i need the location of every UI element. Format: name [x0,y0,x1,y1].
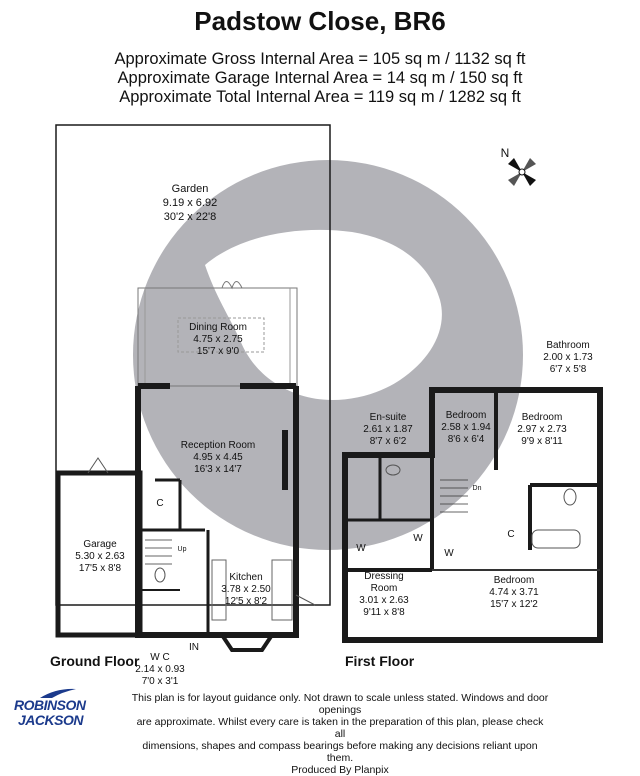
bedroom3-name: Bedroom [494,575,535,586]
disclaimer-line2: are approximate. Whilst every care is ta… [136,716,544,740]
disclaimer: This plan is for layout guidance only. N… [130,692,550,776]
cupboard-marker: C [507,529,514,540]
dining-imperial: 15'7 x 9'0 [197,346,240,357]
garden-boundary [55,124,331,606]
garage-metric: 5.30 x 2.63 [75,551,125,562]
bedroom1-name: Bedroom [446,410,487,421]
kitchen-imperial: 12'5 x 8'2 [225,596,268,607]
gross-area: Approximate Gross Internal Area = 105 sq… [114,50,526,68]
ensuite-imperial: 8'7 x 6'2 [370,436,407,447]
kitchen-name: Kitchen [229,572,262,583]
logo-line2: JACKSON [18,712,83,728]
garage-door-swing [87,457,109,474]
bedroom2-imperial: 9'9 x 8'11 [521,436,563,447]
bedroom2-name: Bedroom [522,412,563,423]
disclaimer-line3: dimensions, shapes and compass bearings … [142,740,538,764]
disclaimer-line1: This plan is for layout guidance only. N… [131,692,549,716]
agent-logo: ROBINSON JACKSON [14,686,94,736]
wardrobe-marker: W [356,543,366,554]
wardrobe-marker: W [413,533,423,544]
reception-metric: 4.95 x 4.45 [193,452,243,463]
logo-line1: ROBINSON [14,697,86,713]
garage-walls [55,470,143,638]
wc-metric: 2.14 x 0.93 [135,664,185,675]
area-summary: Approximate Gross Internal Area = 105 sq… [0,50,640,107]
wc-name: W C [150,652,169,663]
bedroom3-imperial: 15'7 x 12'2 [490,599,538,610]
dining-metric: 4.75 x 2.75 [193,334,243,345]
garage-imperial: 17'5 x 8'8 [79,563,122,574]
bathroom-metric: 2.00 x 1.73 [543,352,593,363]
garage-name: Garage [83,539,117,550]
bedroom2-metric: 2.97 x 2.73 [517,424,567,435]
dressing-name: Dressing [364,571,403,582]
garden-imperial: 30'2 x 22'8 [164,211,217,223]
wc-imperial: 7'0 x 3'1 [142,676,179,687]
bedroom3-metric: 4.74 x 3.71 [489,587,539,598]
dining-room-outline [137,287,298,387]
stairs-down-marker: Dn [473,485,482,492]
ground-floor-label: Ground Floor [50,653,140,669]
dressing-name2: Room [371,583,398,594]
bedroom1-metric: 2.58 x 1.94 [441,422,491,433]
kitchen-bay [220,633,274,652]
ensuite-name: En-suite [370,412,407,423]
bath [531,529,581,549]
wardrobe-marker: W [444,548,454,559]
logo-swoosh-icon [40,688,76,698]
dining-name: Dining Room [189,322,247,333]
ground-stairs [145,539,172,565]
bathroom-name: Bathroom [546,340,589,351]
bathroom-imperial: 6'7 x 5'8 [550,364,587,375]
wc-toilet [154,567,166,583]
first-floor-label: First Floor [345,653,415,669]
reception-imperial: 16'3 x 14'7 [194,464,242,475]
compass-icon [508,158,536,186]
first-floor-plan [342,387,603,643]
total-area: Approximate Total Internal Area = 119 sq… [119,88,521,106]
cupboard-marker: C [156,498,163,509]
page-title: Padstow Close, BR6 [194,6,446,36]
compass-north-label: N [501,146,510,160]
garden-metric: 9.19 x 6.92 [163,197,217,209]
garden-name: Garden [172,183,209,195]
ground-floor-plan [55,124,331,652]
dressing-imperial: 9'11 x 8'8 [363,607,405,618]
kitchen-metric: 3.78 x 2.50 [221,584,271,595]
reception-name: Reception Room [181,440,255,451]
dining-table [177,317,265,353]
first-stairs [440,479,468,513]
kitchen-counter [211,559,227,621]
stairs-up-marker: Up [178,546,187,553]
dressing-metric: 3.01 x 2.63 [359,595,409,606]
produced-by: Produced By Planpix [291,764,389,776]
garage-area: Approximate Garage Internal Area = 14 sq… [117,69,523,87]
french-doors [221,281,243,290]
entrance-marker: IN [189,642,199,653]
ensuite-metric: 2.61 x 1.87 [363,424,413,435]
bedroom1-imperial: 8'6 x 6'4 [448,434,485,445]
floor-plan: N Garden 9.19 x 6.92 30'2 x 22'8 Dining … [55,124,603,687]
